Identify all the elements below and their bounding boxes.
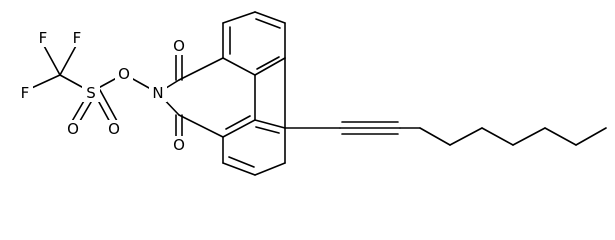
bond-ring-a5-inner: [256, 56, 280, 70]
bond-ring-a3-inner: [255, 18, 281, 29]
bond-ring-a2: [222, 11, 256, 24]
bond-ring-a6: [222, 57, 256, 76]
bond-chain-5: [512, 127, 546, 146]
bond-s-o-right-2: [99, 89, 118, 122]
bond-ring-b7: [254, 119, 286, 129]
atom-label-f-top-left: F: [39, 29, 48, 47]
atom-label-nitrogen: N: [152, 84, 163, 102]
bonds: [24, 11, 607, 176]
bond-c-f-top-right: [59, 43, 78, 76]
bond-ring-b2: [222, 119, 256, 138]
bond-ring-b7-inner: [255, 126, 280, 134]
atom-o-sulfonyl-bottom: O: [64, 120, 82, 138]
bond-ring-a5: [254, 57, 286, 76]
atom-labels: F F F S O O O N: [17, 29, 188, 154]
bond-ctop-ring: [178, 57, 224, 81]
atom-f-left: F: [17, 84, 33, 102]
bond-ring-b2-inner: [225, 115, 251, 130]
bond-ring-b5: [254, 162, 286, 176]
bond-chain-3: [449, 127, 483, 146]
atom-label-f-top-right: F: [73, 29, 82, 47]
atom-label-o-sulfonyl-bottom: O: [67, 120, 79, 138]
bond-chain-6: [544, 127, 577, 146]
bond-c-f-top-left: [42, 43, 61, 76]
atom-o-ester: O: [115, 65, 133, 83]
atom-o-sulfonyl-right: O: [105, 120, 123, 138]
bond-chain-2: [419, 127, 451, 146]
bond-ring-b4-inner: [228, 156, 255, 168]
atom-label-f-left: F: [21, 84, 30, 102]
atom-sulfur: S: [82, 84, 100, 102]
atom-label-o-ester: O: [118, 65, 130, 83]
bond-cbottom-ring: [178, 114, 224, 138]
bond-ring-b4: [222, 162, 256, 176]
atom-nitrogen: N: [149, 84, 167, 102]
atom-label-sulfur: S: [86, 84, 96, 102]
atom-label-o-carbonyl-bottom: O: [173, 136, 185, 154]
atom-f-top-left: F: [35, 29, 51, 47]
atom-label-o-carbonyl-top: O: [173, 37, 185, 55]
bond-ring-a3: [254, 11, 286, 24]
bond-chain-4: [481, 127, 514, 146]
atom-label-o-sulfonyl-right: O: [108, 120, 120, 138]
atom-o-carbonyl-bottom: O: [170, 136, 188, 154]
bond-chain-7: [575, 127, 607, 146]
atom-f-top-right: F: [69, 29, 85, 47]
atom-o-carbonyl-top: O: [170, 37, 188, 55]
chemical-structure-diagram: F F F S O O O N: [17, 11, 607, 176]
